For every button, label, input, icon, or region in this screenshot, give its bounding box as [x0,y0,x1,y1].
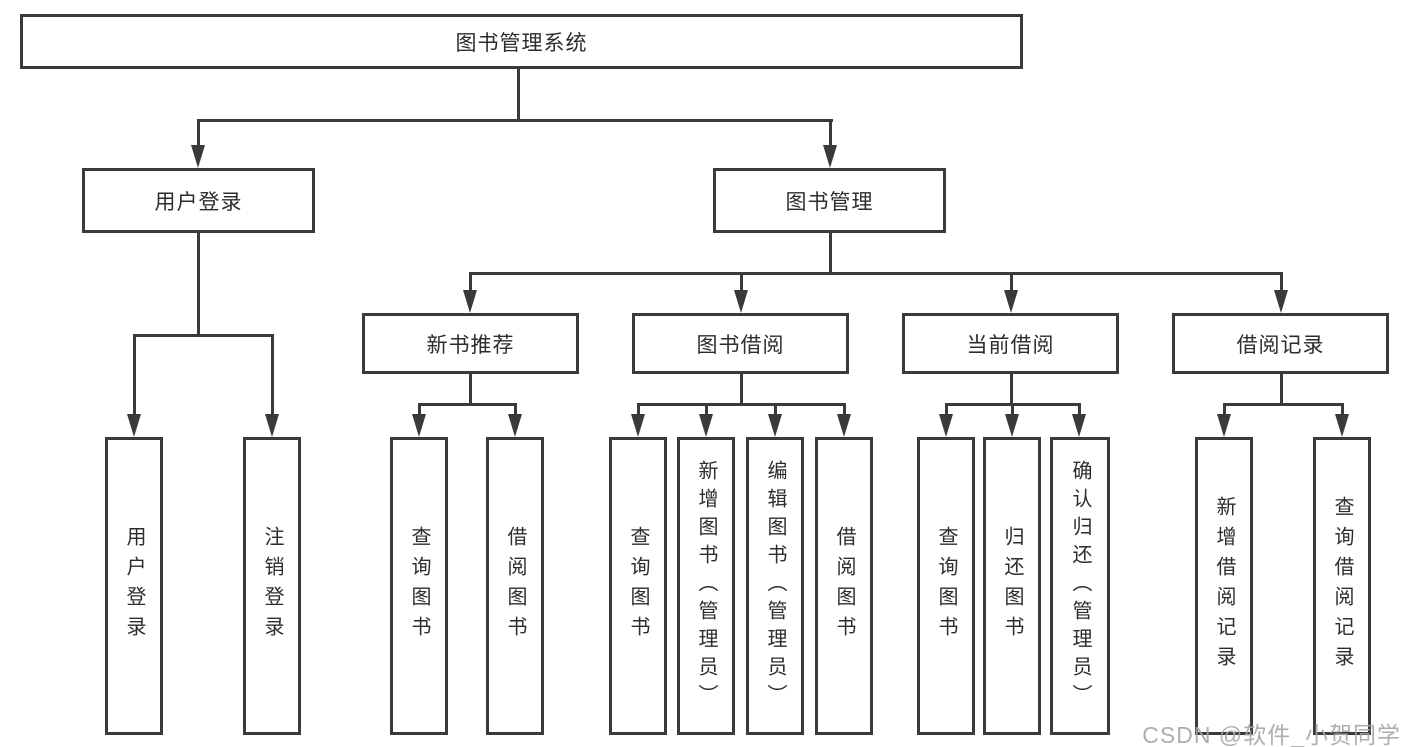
connector-bb-leaf4-stem [843,403,846,419]
arrow-to-user-login [191,145,205,168]
leaf-nb-query-book-label: 查询图书 [408,526,430,646]
connector-leaf-login-stem [133,334,136,418]
connector-root-stem [517,68,520,122]
arrow-to-book-borrow [734,290,748,313]
arrow-to-bb-leaf1 [631,414,645,437]
arrow-to-bb-leaf3 [768,414,782,437]
arrow-to-bb-leaf4 [837,414,851,437]
connector-user-login-stem [197,119,200,149]
node-current-borrow-label: 当前借阅 [966,333,1055,357]
arrow-to-bb-leaf2 [699,414,713,437]
connector-new-book-down [469,373,472,406]
arrow-to-nb-leaf1 [412,414,426,437]
connector-current-borrow-down [1010,373,1013,406]
node-book-management-label: 图书管理 [785,190,874,214]
leaf-user-login: 用户登录 [105,437,163,735]
leaf-cb-query-book: 查询图书 [917,437,975,735]
csdn-watermark: CSDN @软件_小贺同学 [1142,722,1401,747]
leaf-br-query-record-label: 查询借阅记录 [1331,496,1353,676]
connector-borrow-record-stem [1280,272,1283,294]
arrow-to-cb-leaf3 [1072,414,1086,437]
leaf-bb-add-book-admin-label: 新增图书（管理员） [695,460,717,712]
leaf-br-add-record-label: 新增借阅记录 [1213,496,1235,676]
connector-cb-leaf2-stem [1011,403,1014,419]
node-book-borrow-label: 图书借阅 [696,333,785,357]
leaf-logout: 注销登录 [243,437,301,735]
connector-br-leaf2-stem [1341,403,1344,419]
connector-book-mgmt-stem [829,119,832,149]
leaf-bb-query-book: 查询图书 [609,437,667,735]
arrow-to-cb-leaf2 [1005,414,1019,437]
node-root-label: 图书管理系统 [455,31,588,55]
leaf-user-login-label: 用户登录 [123,526,145,646]
connector-nb-leaf2-stem [514,403,517,419]
connector-book-borrow-branch [637,403,846,406]
arrow-to-br-leaf2 [1335,414,1349,437]
leaf-bb-edit-book-admin-label: 编辑图书（管理员） [764,460,786,712]
connector-book-mgmt-branch [469,272,1283,275]
connector-bb-leaf3-stem [774,403,777,419]
arrow-to-new-book [463,290,477,313]
arrow-to-borrow-record [1274,290,1288,313]
node-book-borrow: 图书借阅 [632,313,849,374]
connector-book-mgmt-down [829,232,832,275]
connector-cb-leaf1-stem [945,403,948,419]
node-book-management: 图书管理 [713,168,946,233]
leaf-bb-edit-book-admin: 编辑图书（管理员） [746,437,804,735]
node-user-login: 用户登录 [82,168,315,233]
connector-bb-leaf1-stem [637,403,640,419]
arrow-to-book-mgmt [823,145,837,168]
connector-current-borrow-stem [1010,272,1013,294]
arrow-to-nb-leaf2 [508,414,522,437]
node-root: 图书管理系统 [20,14,1023,69]
leaf-cb-confirm-return-admin-label: 确认归还（管理员） [1069,460,1091,712]
leaf-bb-add-book-admin: 新增图书（管理员） [677,437,735,735]
leaf-nb-borrow-book: 借阅图书 [486,437,544,735]
leaf-nb-borrow-book-label: 借阅图书 [504,526,526,646]
arrow-to-current-borrow [1004,290,1018,313]
connector-book-borrow-down [740,373,743,406]
connector-new-book-stem [469,272,472,294]
leaf-cb-return-book-label: 归还图书 [1001,526,1023,646]
connector-borrow-record-branch [1223,403,1344,406]
leaf-cb-query-book-label: 查询图书 [935,526,957,646]
node-borrow-record-label: 借阅记录 [1236,333,1325,357]
node-user-login-label: 用户登录 [154,190,243,214]
arrow-to-br-leaf1 [1217,414,1231,437]
leaf-bb-borrow-book: 借阅图书 [815,437,873,735]
leaf-cb-confirm-return-admin: 确认归还（管理员） [1050,437,1110,735]
leaf-bb-query-book-label: 查询图书 [627,526,649,646]
node-borrow-record: 借阅记录 [1172,313,1389,374]
connector-book-borrow-stem [740,272,743,294]
leaf-cb-return-book: 归还图书 [983,437,1041,735]
arrow-to-leaf-login [127,414,141,437]
leaf-logout-label: 注销登录 [261,526,283,646]
connector-cb-leaf3-stem [1078,403,1081,419]
arrow-to-leaf-logout [265,414,279,437]
node-new-book-label: 新书推荐 [426,333,515,357]
node-current-borrow: 当前借阅 [902,313,1119,374]
leaf-br-add-record: 新增借阅记录 [1195,437,1253,735]
connector-user-login-branch [133,334,274,337]
connector-root-branch [197,119,833,122]
arrow-to-cb-leaf1 [939,414,953,437]
leaf-nb-query-book: 查询图书 [390,437,448,735]
connector-bb-leaf2-stem [705,403,708,419]
connector-nb-leaf1-stem [418,403,421,419]
leaf-br-query-record: 查询借阅记录 [1313,437,1371,735]
connector-borrow-record-down [1280,373,1283,406]
connector-user-login-down [197,232,200,337]
connector-new-book-branch [418,403,517,406]
leaf-bb-borrow-book-label: 借阅图书 [833,526,855,646]
node-new-book-recommend: 新书推荐 [362,313,579,374]
connector-br-leaf1-stem [1223,403,1226,419]
connector-leaf-logout-stem [271,334,274,418]
